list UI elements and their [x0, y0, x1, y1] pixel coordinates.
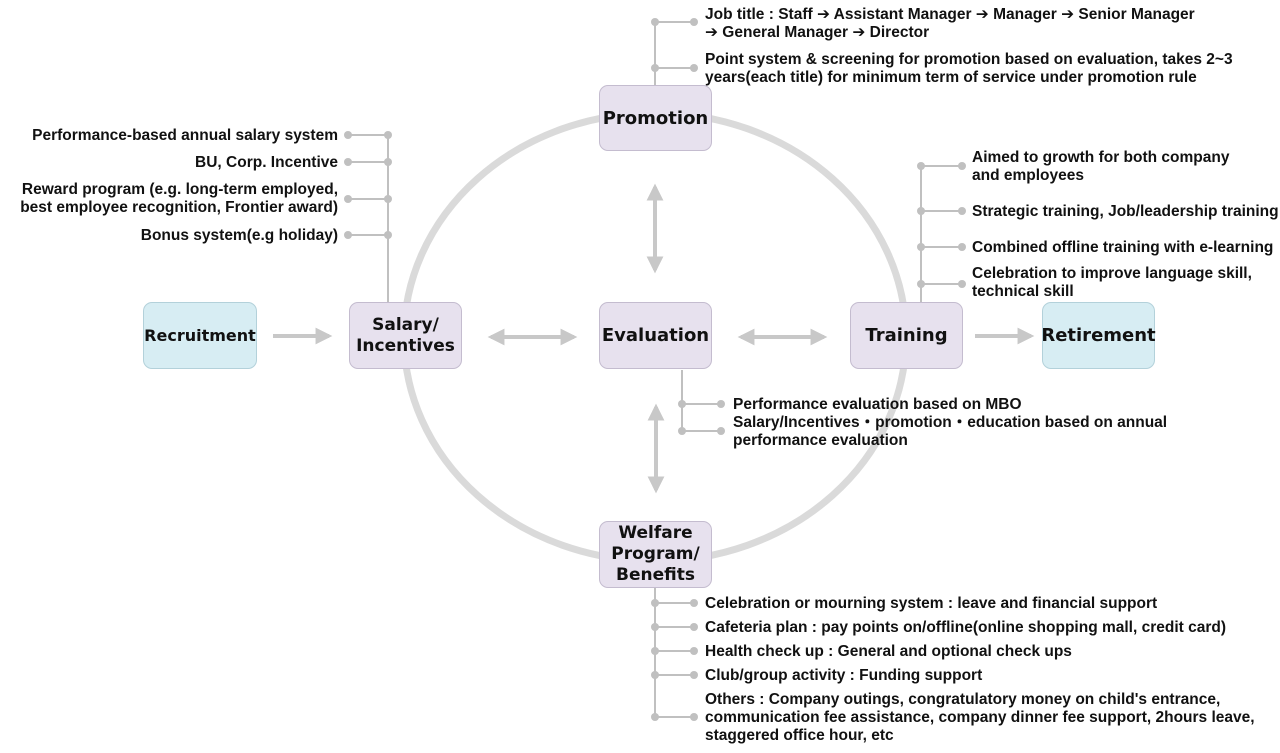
bullet-dot [651, 18, 659, 26]
node-salary-incentives: Salary/ Incentives [349, 302, 462, 369]
bullet-dot [651, 671, 659, 679]
bullet-dot [917, 280, 925, 288]
bullet-dot [917, 207, 925, 215]
training-note: Celebration to improve language skill, t… [972, 265, 1252, 300]
promotion-note: Point system & screening for promotion b… [705, 51, 1233, 86]
welfare-note: Cafeteria plan : pay points on/offline(o… [705, 619, 1227, 636]
salary-note: Bonus system(e.g holiday) [140, 227, 338, 244]
evaluation-note: Salary/Incentives・promotion・education ba… [733, 414, 1168, 449]
bullet-dot [651, 623, 659, 631]
salary-note: Performance-based annual salary system [32, 127, 338, 144]
welfare-note: Club/group activity : Funding support [705, 667, 983, 684]
welfare-note: Others : Company outings, congratulatory… [705, 691, 1255, 744]
bullet-dot [717, 427, 725, 435]
bullet-dot [344, 231, 352, 239]
bullet-dot [690, 64, 698, 72]
note-connectors [344, 18, 966, 721]
bullet-dot [690, 599, 698, 607]
bullet-dot [344, 131, 352, 139]
salary-note: BU, Corp. Incentive [195, 154, 338, 171]
bullet-dot [651, 647, 659, 655]
welfare-note: Health check up : General and optional c… [705, 643, 1072, 660]
node-retirement: Retirement [1041, 302, 1156, 369]
node-recruitment: Recruitment [143, 302, 257, 369]
bullet-dot [384, 195, 392, 203]
bullet-dot [651, 64, 659, 72]
node-training-label: Training [865, 325, 948, 346]
node-recruitment-label: Recruitment [144, 326, 256, 345]
bullet-dot [958, 280, 966, 288]
node-retirement-label: Retirement [1041, 325, 1156, 346]
node-welfare-program-benefits-label: Welfare Program/ Benefits [611, 523, 700, 585]
bullet-dot [651, 599, 659, 607]
promotion-note: Job title : Staff ➔ Assistant Manager ➔ … [705, 6, 1195, 41]
bullet-dot [690, 671, 698, 679]
bullet-dot [690, 713, 698, 721]
bullet-dot [958, 207, 966, 215]
bullet-dot [958, 243, 966, 251]
node-salary-incentives-label: Salary/ Incentives [356, 314, 455, 356]
bullet-dot [384, 158, 392, 166]
flow-arrows [273, 183, 1035, 494]
salary-note: Reward program (e.g. long-term employed,… [20, 181, 338, 216]
training-note: Combined offline training with e-learnin… [972, 239, 1274, 256]
evaluation-note: Performance evaluation based on MBO [733, 396, 1022, 413]
bullet-dot [690, 647, 698, 655]
node-welfare-program-benefits: Welfare Program/ Benefits [599, 521, 712, 588]
bullet-dot [917, 243, 925, 251]
bullet-dot [690, 623, 698, 631]
bullet-dot [690, 18, 698, 26]
bullet-dot [678, 427, 686, 435]
bullet-dot [958, 162, 966, 170]
node-promotion-label: Promotion [602, 107, 709, 129]
node-training: Training [850, 302, 963, 369]
training-note: Strategic training, Job/leadership train… [972, 203, 1279, 220]
bullet-dot [344, 195, 352, 203]
bullet-dot [678, 400, 686, 408]
bullet-dot [344, 158, 352, 166]
bullet-dot [384, 231, 392, 239]
node-evaluation-label: Evaluation [601, 325, 710, 346]
node-promotion: Promotion [599, 85, 712, 151]
training-note: Aimed to growth for both company and emp… [972, 149, 1230, 184]
bullet-dot [717, 400, 725, 408]
bullet-dot [651, 713, 659, 721]
node-evaluation: Evaluation [599, 302, 712, 369]
welfare-note: Celebration or mourning system : leave a… [705, 595, 1158, 612]
bullet-dot [384, 131, 392, 139]
bullet-dot [917, 162, 925, 170]
